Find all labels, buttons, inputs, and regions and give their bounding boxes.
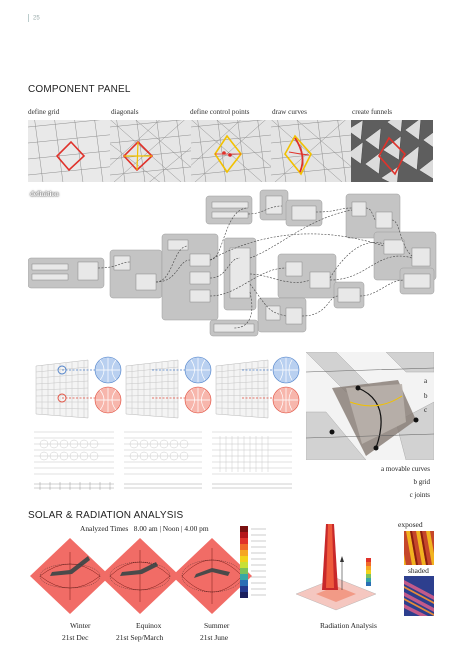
joint-letter-b: b — [424, 392, 428, 400]
radiation-analysis-label: Radiation Analysis — [320, 621, 377, 630]
legend-joints: c joints — [409, 491, 430, 499]
step-label-define-grid: define grid — [28, 108, 60, 116]
joint-detail-diagram — [305, 351, 435, 461]
season-equinox: Equinox — [136, 621, 162, 630]
define-grid-thumbnail — [28, 120, 110, 182]
grid-study-diagrams — [30, 352, 300, 500]
grasshopper-definition-canvas — [27, 188, 440, 348]
shaded-surface-image — [404, 576, 434, 616]
step-label-control-points: define control points — [190, 108, 250, 116]
page-number: 25 — [28, 14, 40, 22]
exposed-surface-image — [396, 531, 436, 565]
legend-grid: b grid — [413, 478, 430, 486]
step-label-diagonals: diagonals — [111, 108, 139, 116]
date-equinox: 21st Sep/March — [116, 633, 164, 642]
joint-letter-a: a — [424, 377, 428, 385]
solar-section-title: SOLAR & RADIATION ANALYSIS — [28, 510, 184, 521]
component-panel-title: COMPONENT PANEL — [28, 84, 131, 95]
date-summer: 21st June — [200, 633, 229, 642]
step-label-create-funnels: create funnels — [352, 108, 393, 116]
radiation-analysis-graphic — [282, 520, 394, 616]
radiation-color-scale — [238, 524, 272, 606]
control-points-thumbnail — [191, 120, 273, 182]
draw-curves-thumbnail — [271, 120, 353, 182]
date-winter: 21st Dec — [62, 633, 89, 642]
shaded-label: shaded — [408, 566, 429, 575]
analyzed-times: Analyzed Times 8.00 am | Noon | 4.00 pm — [80, 524, 209, 533]
sun-path-diagrams — [28, 532, 268, 620]
season-summer: Summer — [204, 621, 230, 630]
joint-letter-c: c — [424, 406, 428, 414]
legend-movable-curves: a movable curves — [381, 465, 430, 473]
season-winter: Winter — [70, 621, 91, 630]
exposed-label: exposed — [398, 520, 423, 529]
step-label-draw-curves: draw curves — [272, 108, 307, 116]
create-funnels-thumbnail — [351, 120, 433, 182]
definition-label: definition — [30, 190, 59, 198]
diagonals-thumbnail — [110, 120, 192, 182]
